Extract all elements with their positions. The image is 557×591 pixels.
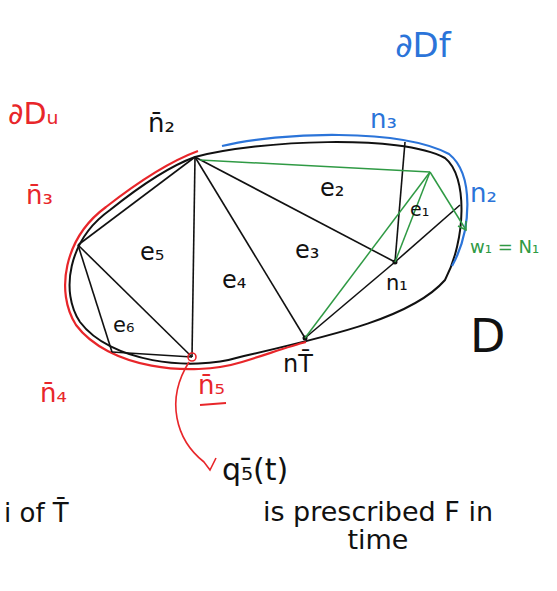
element-number: e₁ [410, 200, 429, 220]
boundary-name: ∂Dᵤ [8, 98, 59, 130]
shape-function-label: w₁ = N₁ [470, 238, 539, 257]
element-number: e₆ [113, 314, 134, 336]
neumann-boundary [222, 135, 467, 266]
element-number: e₃ [295, 238, 319, 263]
boundary-name: ∂Df [395, 28, 451, 64]
node-number: nT̄ [283, 352, 313, 377]
shape-function [200, 160, 466, 338]
element-number: e₂ [320, 176, 344, 201]
node-number: n̄₅ [198, 372, 225, 399]
underline [200, 403, 226, 405]
note: is prescribed F in time [238, 498, 518, 555]
node-number: n̄₄ [40, 380, 67, 407]
dirichlet-boundary [65, 151, 306, 369]
mesh-edges [78, 142, 460, 357]
domain-boundary [70, 142, 462, 364]
node-number: n̄₂ [148, 110, 175, 137]
node-number: n₁ [386, 272, 408, 294]
boundary-value: q₅̄(t) [222, 454, 288, 486]
domain-name: D [470, 312, 505, 360]
node-points [188, 260, 398, 362]
element-number: e₅ [140, 240, 164, 265]
note: i of T̄ [4, 500, 69, 527]
node-number: n₃ [370, 106, 397, 133]
node-number: n₂ [470, 180, 497, 207]
element-number: e₄ [222, 268, 246, 293]
node-number: n̄₃ [26, 182, 53, 209]
